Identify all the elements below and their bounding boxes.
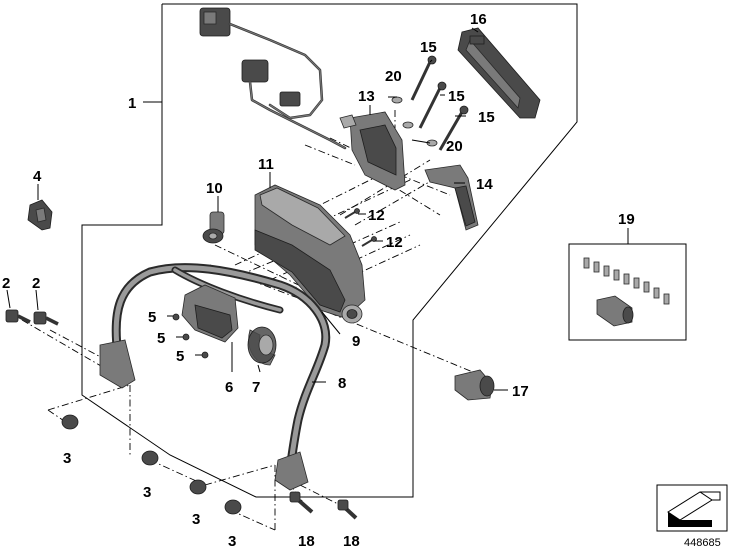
callout-3-c: 3 (192, 511, 200, 528)
assembly-outline (81, 3, 578, 498)
support-bar-part (99, 263, 331, 491)
document-number: 448685 (684, 537, 721, 549)
mounting-block-part (181, 284, 239, 343)
callout-20-b: 20 (446, 138, 463, 155)
callout-6: 6 (225, 379, 233, 396)
callout-5-b: 5 (157, 330, 165, 347)
clamp-ring-part (247, 326, 277, 366)
leader-lines (6, 27, 629, 391)
callout-12-a: 12 (368, 207, 385, 224)
callout-9: 9 (352, 333, 360, 350)
bolt-parts-18 (289, 491, 358, 520)
callout-15-b: 15 (448, 88, 465, 105)
bracket-plate-part (424, 164, 479, 231)
callout-2-right: 2 (32, 275, 40, 292)
callout-3-a: 3 (63, 450, 71, 467)
callout-5-a: 5 (148, 309, 156, 326)
washer-parts-20 (391, 96, 438, 147)
callout-12-b: 12 (386, 234, 403, 251)
callout-3-d: 3 (228, 533, 236, 550)
callout-10: 10 (206, 180, 223, 197)
callout-18-b: 18 (343, 533, 360, 550)
screw-parts-12 (344, 208, 377, 247)
callout-labels: 1 2 2 3 3 3 3 4 5 5 5 6 7 8 9 10 11 12 1… (2, 11, 635, 550)
housing-part (254, 184, 366, 324)
holder-plate-part (457, 27, 541, 119)
end-cap-part (454, 369, 495, 401)
view-symbol-box (656, 484, 728, 532)
callout-15-a: 15 (420, 39, 437, 56)
callout-17: 17 (512, 383, 529, 400)
clip-part-4 (27, 199, 53, 231)
bolt-parts-2 (5, 309, 59, 326)
clip-part-10 (202, 211, 225, 244)
callout-16: 16 (470, 11, 487, 28)
screw-parts-15 (410, 55, 469, 151)
callout-5-c: 5 (176, 348, 184, 365)
callout-8: 8 (338, 375, 346, 392)
callout-13: 13 (358, 88, 375, 105)
callout-14: 14 (476, 176, 493, 193)
callout-4: 4 (33, 168, 42, 185)
callout-1: 1 (128, 95, 136, 112)
callout-11: 11 (258, 156, 274, 173)
callout-20-a: 20 (385, 68, 402, 85)
cable-harness-part (199, 7, 347, 150)
callout-15-c: 15 (478, 109, 495, 126)
lock-kit-parts (583, 257, 670, 327)
callout-3-b: 3 (143, 484, 151, 501)
callout-18-a: 18 (298, 533, 315, 550)
callout-7: 7 (252, 379, 260, 396)
mount-adapter-part (339, 111, 406, 191)
callout-2-left: 2 (2, 275, 10, 292)
callout-19: 19 (618, 211, 635, 228)
nut-parts-3 (61, 414, 242, 515)
assembly-axis-lines (21, 110, 481, 531)
